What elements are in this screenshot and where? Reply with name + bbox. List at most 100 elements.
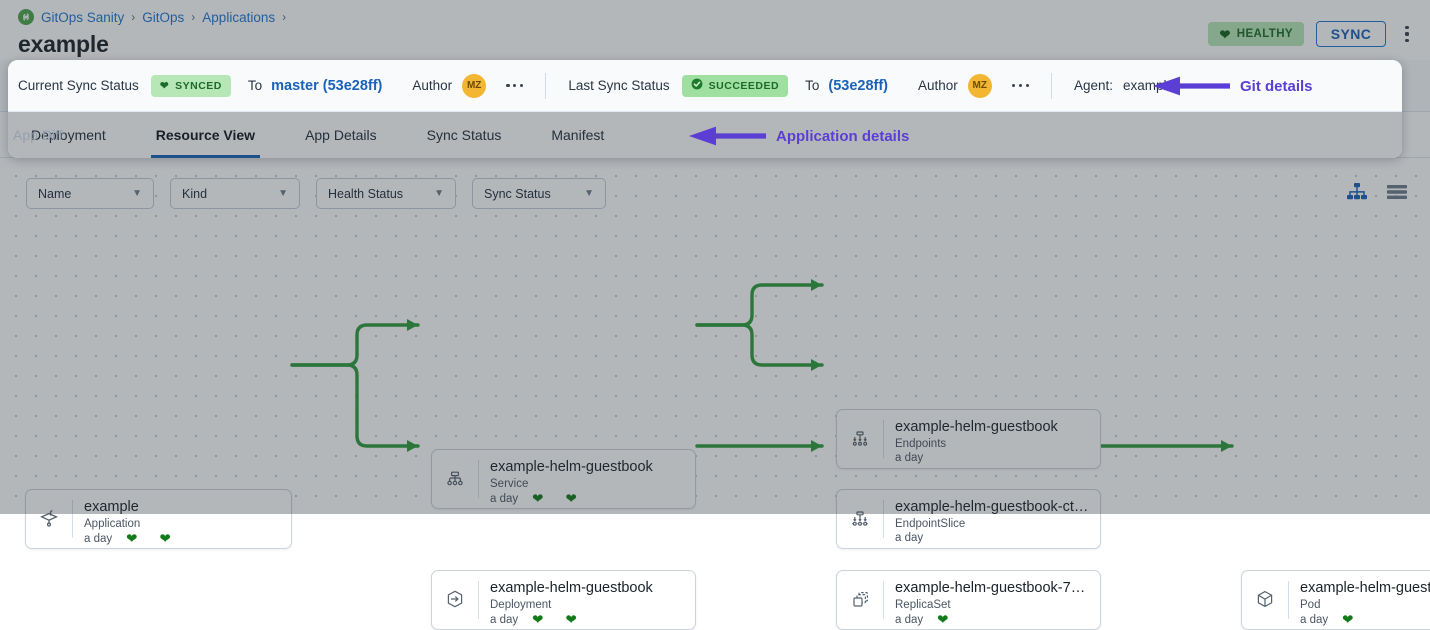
sync-button[interactable]: SYNC bbox=[1316, 21, 1386, 47]
node-meta: a day ❤ ❤ bbox=[84, 532, 281, 546]
filter-health-status[interactable]: Health Status ▼ bbox=[316, 178, 456, 209]
breadcrumb-item-2[interactable]: Applications bbox=[202, 9, 276, 25]
node-title: example-helm-guestbook-74… bbox=[895, 580, 1090, 596]
current-revision-link[interactable]: master (53e28ff) bbox=[271, 77, 383, 94]
node-title: example-helm-guest bbox=[1300, 580, 1430, 596]
service-icon bbox=[432, 450, 478, 508]
node-meta: a day bbox=[895, 452, 1090, 464]
filter-kind-label: Kind bbox=[182, 186, 208, 201]
node-meta: a day ❤ ❤ bbox=[490, 492, 685, 506]
node-kind: Endpoints bbox=[895, 438, 947, 451]
health-heart-icon: ❤ bbox=[937, 612, 949, 628]
node-age: a day bbox=[895, 532, 924, 545]
filter-sync-status-label: Sync Status bbox=[484, 186, 551, 201]
deployment-icon bbox=[432, 571, 478, 629]
graph-node-endpoints[interactable]: example-helm-guestbook Endpoints a day bbox=[836, 409, 1101, 469]
health-heart-icon: ❤ bbox=[532, 491, 544, 507]
last-author-label: Author bbox=[918, 78, 958, 93]
node-body: example-helm-guest Pod a day ❤ bbox=[1289, 571, 1430, 629]
node-kind: Deployment bbox=[490, 599, 552, 612]
heart-icon: ❤ bbox=[1219, 26, 1231, 42]
filter-health-status-label: Health Status bbox=[328, 186, 404, 201]
annotation-application-details: Application details bbox=[686, 124, 909, 148]
node-body: example-helm-guestbook Deployment a day … bbox=[479, 571, 695, 629]
breadcrumb-item-1[interactable]: GitOps bbox=[142, 9, 185, 25]
last-sync-pill-label: SUCCEEDED bbox=[708, 79, 780, 92]
tab-resource-view[interactable]: Resource View bbox=[150, 112, 261, 158]
resource-graph-canvas[interactable] bbox=[0, 158, 1430, 514]
node-body: example-helm-guestbook-74… ReplicaSet a … bbox=[884, 571, 1100, 629]
chevron-down-icon: ▼ bbox=[278, 188, 288, 199]
more-options-icon[interactable] bbox=[1398, 21, 1416, 47]
chevron-down-icon: ▼ bbox=[584, 188, 594, 199]
breadcrumb-item-0[interactable]: GitOps Sanity bbox=[41, 9, 125, 25]
health-heart-icon: ❤ bbox=[126, 531, 138, 547]
graph-edges bbox=[290, 279, 1234, 452]
node-kind: ReplicaSet bbox=[895, 599, 951, 612]
health-heart-icon: ❤ bbox=[1342, 612, 1354, 628]
header-actions: ❤ HEALTHY SYNC bbox=[1208, 21, 1416, 47]
health-badge-label: HEALTHY bbox=[1236, 28, 1293, 40]
last-revision-link[interactable]: (53e28ff) bbox=[828, 77, 888, 94]
agent-value: example bbox=[1122, 78, 1175, 93]
node-meta: a day ❤ bbox=[895, 613, 1090, 627]
node-kind: EndpointSlice bbox=[895, 518, 966, 531]
replicaset-icon bbox=[837, 571, 883, 629]
node-body: example-helm-guestbook Service a day ❤ ❤ bbox=[479, 450, 695, 508]
node-meta: a day ❤ bbox=[1300, 613, 1430, 627]
node-age: a day bbox=[1300, 613, 1329, 626]
graph-node-pod[interactable]: example-helm-guest Pod a day ❤ bbox=[1241, 570, 1430, 630]
filter-sync-status[interactable]: Sync Status ▼ bbox=[472, 178, 606, 209]
breadcrumb-separator: › bbox=[282, 10, 287, 24]
view-toggle bbox=[1346, 182, 1408, 202]
chevron-down-icon: ▼ bbox=[434, 188, 444, 199]
last-sync-more-icon[interactable] bbox=[1011, 83, 1029, 88]
current-to-label: To bbox=[247, 78, 263, 93]
top-bar: GitOps Sanity › GitOps › Applications › … bbox=[0, 0, 1430, 60]
chevron-down-icon: ▼ bbox=[132, 188, 142, 199]
current-author-label: Author bbox=[412, 78, 453, 93]
tab-sync-status[interactable]: Sync Status bbox=[426, 127, 502, 143]
tab-manifest[interactable]: Manifest bbox=[551, 127, 605, 143]
check-circle-icon bbox=[691, 78, 703, 93]
tab-app-details[interactable]: App Details bbox=[305, 127, 377, 143]
arrow-left-icon bbox=[689, 126, 766, 146]
current-sync-status-pill: ❤ SYNCED bbox=[150, 74, 231, 97]
graph-node-replicaset[interactable]: example-helm-guestbook-74… ReplicaSet a … bbox=[836, 570, 1101, 630]
avatar-current-author: MZ bbox=[462, 73, 487, 98]
sync-heart-icon: ❤ bbox=[565, 612, 577, 628]
node-age: a day bbox=[84, 532, 113, 545]
separator bbox=[1050, 72, 1052, 99]
node-age: a day bbox=[895, 452, 924, 465]
node-kind: Service bbox=[490, 478, 529, 491]
sync-status-bar-highlight: Current Sync Status ❤ SYNCED To master (… bbox=[8, 60, 1402, 112]
current-sync-pill-label: SYNCED bbox=[175, 79, 222, 92]
filter-kind[interactable]: Kind ▼ bbox=[170, 178, 300, 209]
node-body: example-helm-guestbook Endpoints a day bbox=[884, 410, 1100, 468]
node-meta: a day ❤ ❤ bbox=[490, 613, 685, 627]
node-kind: Application bbox=[84, 518, 141, 531]
node-divider bbox=[478, 460, 479, 498]
gitops-logo-icon bbox=[18, 9, 34, 25]
tree-view-icon[interactable] bbox=[1346, 182, 1368, 202]
breadcrumb-separator: › bbox=[191, 10, 196, 24]
endpoints-icon bbox=[837, 410, 883, 468]
tab-deployment[interactable]: Deployment bbox=[31, 127, 106, 143]
list-view-icon[interactable] bbox=[1386, 182, 1408, 202]
current-sync-more-icon[interactable] bbox=[506, 83, 524, 88]
separator bbox=[545, 72, 547, 99]
arrow-left-icon bbox=[1153, 76, 1230, 96]
pod-icon bbox=[1242, 571, 1288, 629]
node-age: a day bbox=[490, 613, 519, 626]
last-sync-status-pill: SUCCEEDED bbox=[681, 74, 789, 97]
graph-node-service[interactable]: example-helm-guestbook Service a day ❤ ❤ bbox=[431, 449, 696, 509]
filter-name-label: Name bbox=[38, 186, 72, 201]
current-sync-status-label: Current Sync Status bbox=[18, 78, 139, 93]
node-age: a day bbox=[895, 613, 924, 626]
agent-label: Agent: bbox=[1073, 78, 1113, 93]
node-title: example-helm-guestbook bbox=[490, 580, 653, 596]
graph-node-deployment[interactable]: example-helm-guestbook Deployment a day … bbox=[431, 570, 696, 630]
filter-name[interactable]: Name ▼ bbox=[26, 178, 154, 209]
last-to-label: To bbox=[805, 78, 820, 93]
breadcrumb: GitOps Sanity › GitOps › Applications › bbox=[18, 9, 286, 25]
